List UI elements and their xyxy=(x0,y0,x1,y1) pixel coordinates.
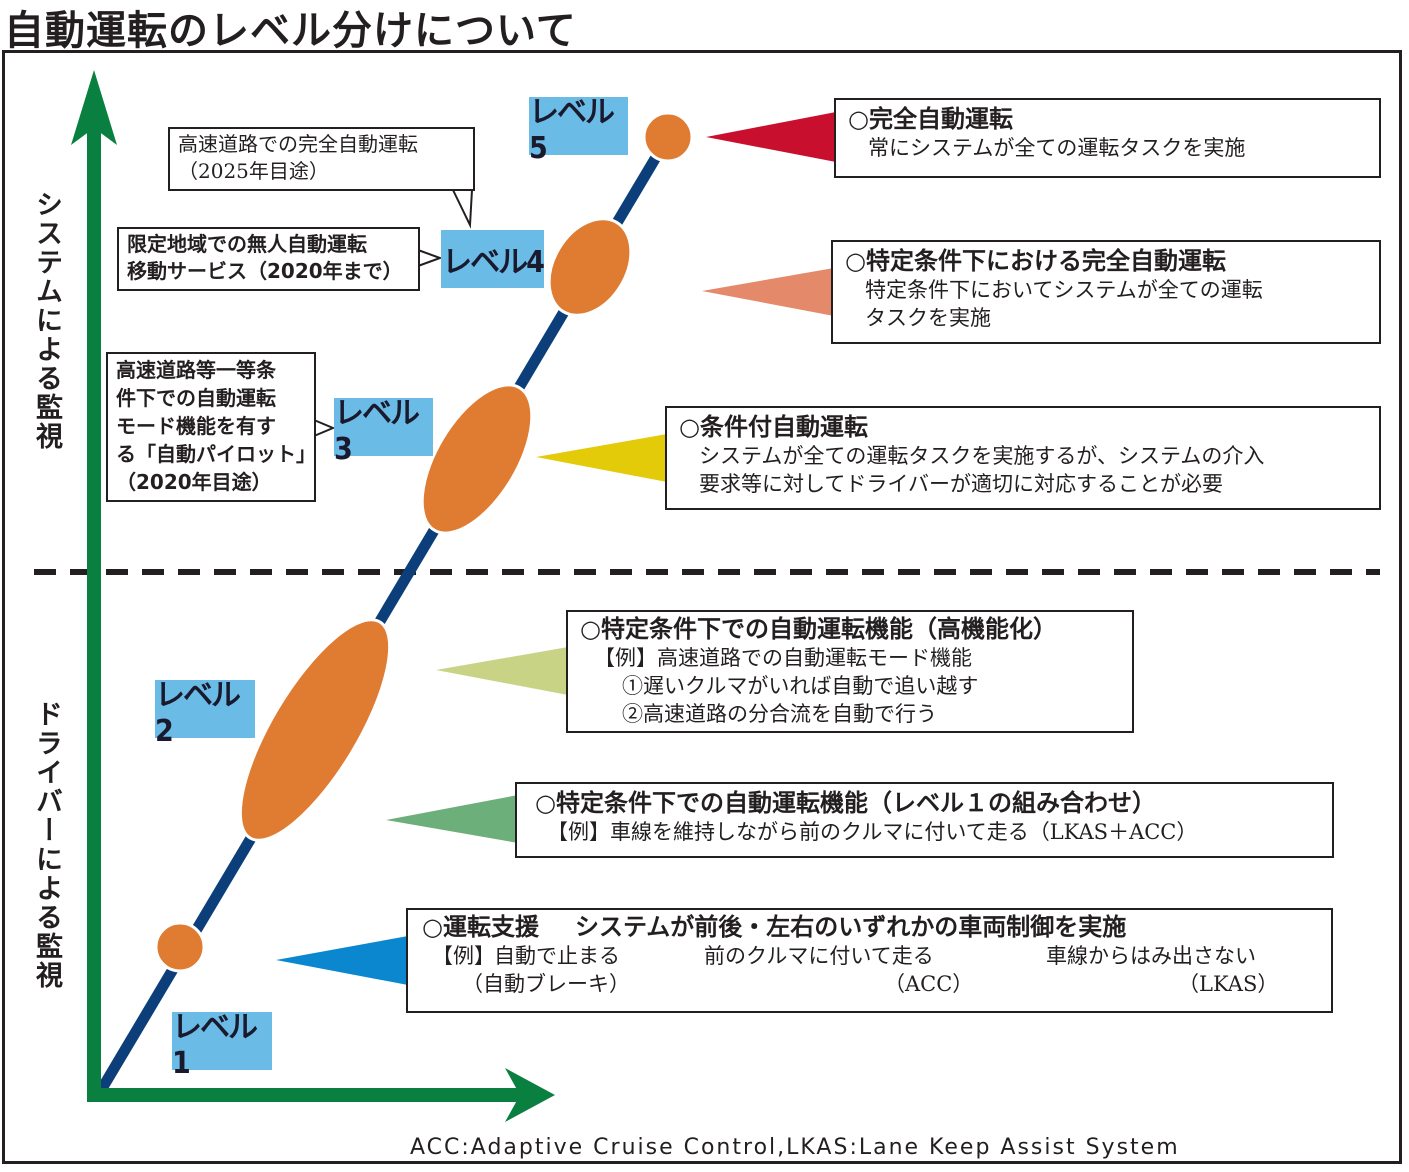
level5-callout: 高速道路での完全自動運転 （2025年目途） xyxy=(168,127,475,191)
level2a-description: ○特定条件下での自動運転機能（高機能化） 【例】高速道路での自動運転モード機能 … xyxy=(566,610,1134,733)
level1-example3-line2: （LKAS） xyxy=(1178,972,1279,996)
level2a-text-line3: ②高速道路の分合流を自動で行う xyxy=(622,702,937,726)
horizontal-axis-arrowhead xyxy=(505,1068,555,1122)
level1-pointer xyxy=(276,936,408,985)
level1-example2-line2: （ACC） xyxy=(884,972,974,996)
abbreviation-footnote: ACC:Adaptive Cruise Control,LKAS:Lane Ke… xyxy=(410,1135,1180,1160)
level2b-description: ○特定条件下での自動運転機能（レベル１の組み合わせ） 【例】車線を維持しながら前… xyxy=(515,782,1334,858)
level4-callout-line1: 限定地域での無人自動運転 xyxy=(127,232,367,256)
system-monitoring-label: システムによる監視 xyxy=(31,190,62,451)
level3-pointer xyxy=(536,434,667,482)
level3-description: ○条件付自動運転 システムが全ての運転タスクを実施するが、システムの介入 要求等… xyxy=(665,406,1381,510)
level2b-heading: ○特定条件下での自動運転機能（レベル１の組み合わせ） xyxy=(535,789,1156,817)
level3-text-line1: システムが全ての運転タスクを実施するが、システムの介入 xyxy=(699,444,1265,468)
level1-example3-line1: 車線からはみ出さない xyxy=(1046,944,1256,968)
level4-node xyxy=(547,217,633,317)
level4-heading: ○特定条件下における完全自動運転 xyxy=(845,247,1226,275)
level1-example2-line1: 前のクルマに付いて走る xyxy=(704,944,934,968)
level1-heading-row: ○運転支援 システムが前後・左右のいずれかの車両制御を実施 xyxy=(422,912,1317,942)
level2a-text-line1: 【例】高速道路での自動運転モード機能 xyxy=(594,646,972,670)
level2a-heading: ○特定条件下での自動運転機能（高機能化） xyxy=(580,615,1057,643)
vertical-axis-arrowhead xyxy=(71,70,117,145)
page-title: 自動運転のレベル分けについて xyxy=(4,8,577,54)
level4-label: レベル4 xyxy=(441,230,545,288)
level3-heading: ○条件付自動運転 xyxy=(679,413,868,441)
level5-callout-tail xyxy=(452,189,473,229)
level4-text-line2: タスクを実施 xyxy=(865,306,991,330)
level3-callout: 高速道路等一等条 件下での自動運転 モード機能を有す る「自動パイロット」 （2… xyxy=(106,352,316,502)
level5-text-line1: 常にシステムが全ての運転タスクを実施 xyxy=(868,136,1246,160)
level2-label: レベル2 xyxy=(155,678,255,749)
level4-callout-tail xyxy=(417,249,443,267)
level5-description: ○完全自動運転 常にシステムが全ての運転タスクを実施 xyxy=(834,98,1381,178)
horizontal-axis xyxy=(87,1088,527,1102)
level5-heading: ○完全自動運転 xyxy=(848,105,1013,133)
level5-callout-line1: 高速道路での完全自動運転 xyxy=(178,132,418,156)
level1-example1-line1: 自動で止まる xyxy=(494,944,620,968)
level4-description: ○特定条件下における完全自動運転 特定条件下においてシステムが全ての運転 タスク… xyxy=(831,240,1381,344)
level1-examples: 【例】 自動で止まる （自動ブレーキ） 前のクルマに付いて走る （ACC） 車線… xyxy=(422,942,1317,1002)
level2a-text-line2: ①遅いクルマがいれば自動で追い越す xyxy=(622,674,979,698)
level1-example1-line2: （自動ブレーキ） xyxy=(462,972,630,996)
level4-callout-line2: 移動サービス（2020年まで） xyxy=(127,259,403,283)
level1-heading-detail: システムが前後・左右のいずれかの車両制御を実施 xyxy=(574,913,1127,941)
level2b-pointer xyxy=(386,795,518,843)
level3-callout-tail xyxy=(313,419,336,437)
level1-heading: ○運転支援 xyxy=(422,913,539,941)
level1-node xyxy=(154,921,206,973)
level4-callout: 限定地域での無人自動運転 移動サービス（2020年まで） xyxy=(117,227,420,291)
level3-callout-line1: 高速道路等一等条 xyxy=(116,358,276,382)
vertical-axis xyxy=(87,120,101,1102)
level3-label: レベル3 xyxy=(334,396,433,467)
level3-callout-line3: モード機能を有す xyxy=(116,414,276,438)
driver-monitoring-label: ドライバーによる監視 xyxy=(31,700,62,990)
level2b-text-line1: 【例】車線を維持しながら前のクルマに付いて走る（LKAS＋ACC） xyxy=(547,820,1198,844)
level5-pointer xyxy=(706,112,836,162)
level1-example-prefix: 【例】 xyxy=(432,944,495,968)
level4-pointer xyxy=(702,268,834,316)
diagram-frame xyxy=(2,50,1402,1164)
level1-label: レベル1 xyxy=(172,1010,272,1081)
level3-callout-line4: る「自動パイロット」 xyxy=(116,442,316,466)
level5-label: レベル5 xyxy=(529,95,628,166)
level2a-pointer xyxy=(436,647,568,695)
level1-description: ○運転支援 システムが前後・左右のいずれかの車両制御を実施 【例】 自動で止まる … xyxy=(406,908,1333,1013)
level2-node xyxy=(238,618,392,842)
level3-callout-line2: 件下での自動運転 xyxy=(116,386,276,410)
level3-node xyxy=(420,383,534,535)
level-nodes xyxy=(154,111,694,973)
level3-callout-line5: （2020年目途） xyxy=(116,470,272,494)
level5-node xyxy=(642,111,694,163)
level5-callout-line2: （2025年目途） xyxy=(178,159,329,183)
level4-text-line1: 特定条件下においてシステムが全ての運転 xyxy=(865,278,1263,302)
level3-text-line2: 要求等に対してドライバーが適切に対応することが必要 xyxy=(699,472,1223,496)
